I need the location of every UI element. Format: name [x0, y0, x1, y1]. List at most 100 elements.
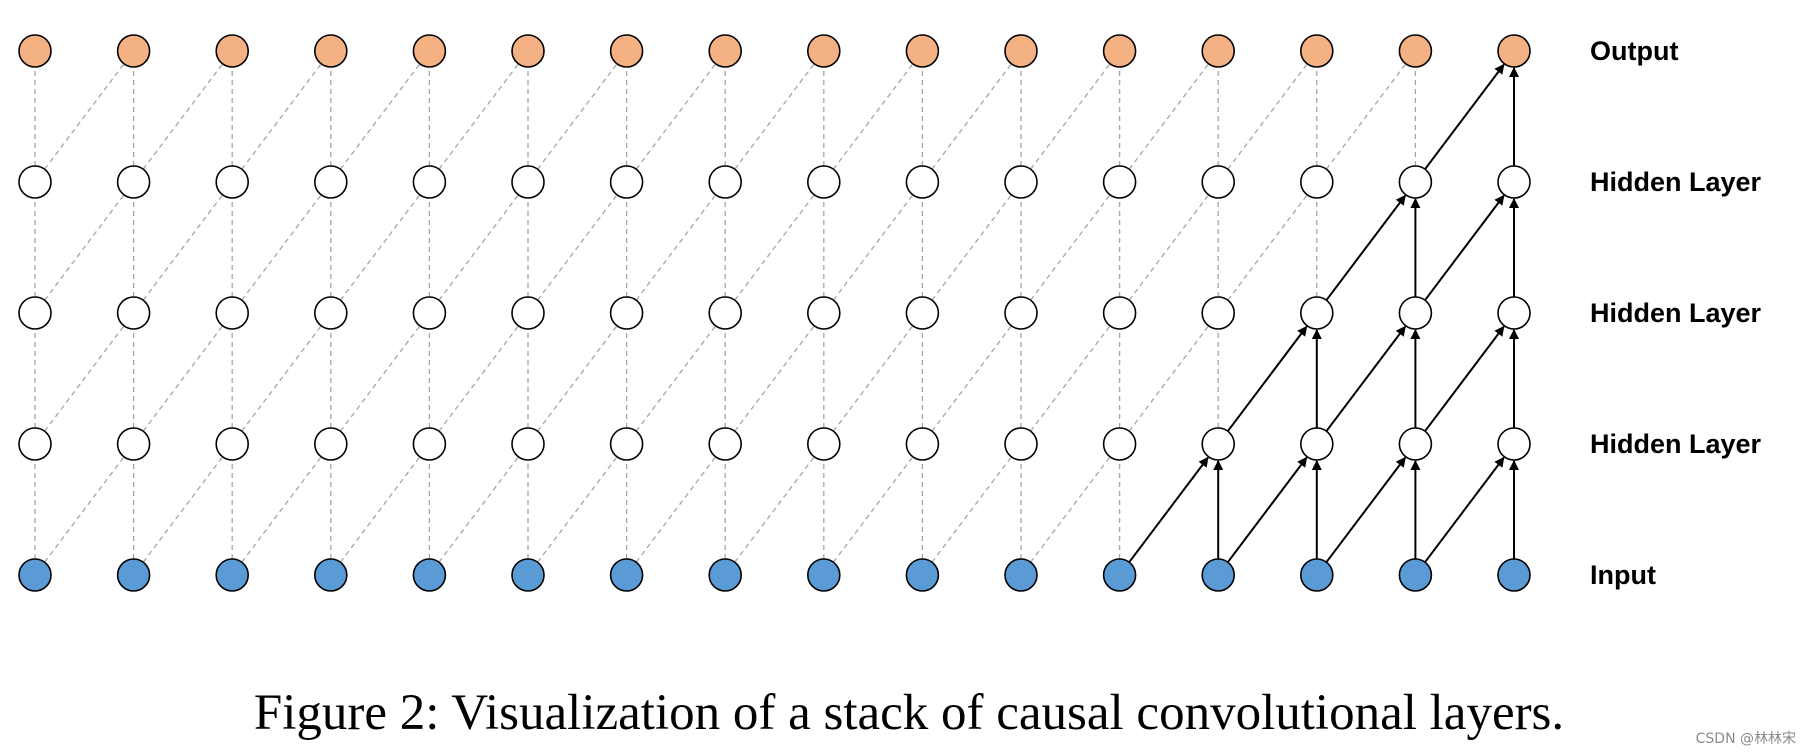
inactive-diagonal-edge: [1227, 64, 1308, 170]
inactive-diagonal-edge: [1030, 64, 1110, 170]
inactive-diagonal-edge: [537, 457, 617, 563]
output-node: [1398, 34, 1433, 68]
hidden-node: [116, 427, 151, 461]
hidden-node: [215, 296, 249, 330]
hidden-node: [1004, 427, 1038, 461]
active-diagonal-edge: [1424, 63, 1505, 170]
inactive-diagonal-edge: [142, 64, 223, 170]
input-node: [1102, 558, 1137, 592]
hidden-node: [1497, 296, 1531, 330]
inactive-diagonal-edge: [142, 195, 223, 301]
hidden-node: [18, 165, 52, 199]
hidden-node: [905, 427, 940, 461]
output-node: [18, 34, 52, 68]
hidden-node: [609, 427, 644, 461]
hidden-node: [1300, 165, 1334, 199]
hidden-node: [1201, 427, 1235, 461]
output-node: [116, 34, 151, 68]
hidden-node: [215, 165, 249, 199]
input-node: [1398, 558, 1433, 592]
inactive-diagonal-edge: [1030, 195, 1110, 301]
inactive-diagonal-edge: [1128, 326, 1209, 432]
inactive-diagonal-edge: [931, 64, 1012, 170]
output-node: [708, 34, 743, 68]
hidden-node: [116, 165, 151, 199]
inactive-diagonal-edge: [832, 326, 913, 432]
hidden-node: [1497, 165, 1531, 199]
output-node: [215, 34, 249, 68]
hidden-node: [313, 296, 348, 330]
inactive-diagonal-edge: [1030, 457, 1110, 563]
output-node: [1497, 34, 1531, 68]
active-diagonal-edge: [1325, 325, 1406, 432]
input-node: [806, 558, 841, 592]
inactive-diagonal-edge: [734, 64, 815, 170]
output-node: [905, 34, 940, 68]
layer-label-hidden: Hidden Layer: [1590, 167, 1762, 197]
hidden-node: [1102, 296, 1137, 330]
inactive-diagonal-edge: [1325, 64, 1406, 170]
output-node: [1300, 34, 1334, 68]
hidden-node: [1004, 165, 1038, 199]
hidden-node: [18, 296, 52, 330]
hidden-node: [609, 165, 644, 199]
input-node: [1300, 558, 1334, 592]
inactive-diagonal-edge: [44, 64, 124, 170]
input-node: [412, 558, 447, 592]
output-node: [511, 34, 545, 68]
active-diagonal-edge: [1325, 194, 1406, 301]
inactive-diagonal-edge: [537, 326, 617, 432]
output-node: [1004, 34, 1038, 68]
output-node: [412, 34, 447, 68]
hidden-node: [412, 427, 447, 461]
hidden-node: [412, 296, 447, 330]
inactive-diagonal-edge: [339, 326, 420, 432]
input-node: [905, 558, 940, 592]
inactive-diagonal-edge: [142, 326, 223, 432]
active-diagonal-edge: [1128, 456, 1209, 563]
hidden-node: [511, 165, 545, 199]
hidden-node: [905, 296, 940, 330]
inactive-diagonal-edge: [241, 64, 322, 170]
hidden-node: [1398, 296, 1433, 330]
inactive-diagonal-edge: [44, 457, 124, 563]
hidden-node: [1398, 427, 1433, 461]
hidden-node: [116, 296, 151, 330]
input-node: [1497, 558, 1531, 592]
inactive-diagonal-edge: [635, 457, 716, 563]
hidden-node: [708, 165, 743, 199]
output-node: [1102, 34, 1137, 68]
inactive-diagonal-edge: [438, 326, 519, 432]
input-node: [609, 558, 644, 592]
nodes: [18, 34, 1531, 592]
inactive-diagonal-edge: [832, 195, 913, 301]
figure-caption: Figure 2: Visualization of a stack of ca…: [253, 685, 1565, 741]
hidden-node: [1398, 165, 1433, 199]
hidden-node: [1102, 165, 1137, 199]
hidden-node: [313, 165, 348, 199]
watermark: CSDN @林林宋: [1695, 731, 1796, 747]
hidden-node: [215, 427, 249, 461]
hidden-node: [1497, 427, 1531, 461]
input-node: [708, 558, 743, 592]
input-node: [116, 558, 151, 592]
inactive-diagonal-edge: [241, 195, 322, 301]
inactive-diagonal-edge: [635, 64, 716, 170]
input-node: [511, 558, 545, 592]
hidden-node: [708, 296, 743, 330]
hidden-node: [1300, 296, 1334, 330]
hidden-node: [1300, 427, 1334, 461]
inactive-diagonal-edge: [44, 195, 124, 301]
active-edges: [1128, 63, 1519, 563]
inactive-diagonal-edge: [1128, 64, 1209, 170]
active-diagonal-edge: [1424, 325, 1505, 432]
hidden-node: [806, 165, 841, 199]
hidden-node: [609, 296, 644, 330]
hidden-node: [708, 427, 743, 461]
input-node: [1004, 558, 1038, 592]
input-node: [313, 558, 348, 592]
hidden-node: [1102, 427, 1137, 461]
output-node: [609, 34, 644, 68]
layer-label-output: Output: [1590, 36, 1678, 66]
